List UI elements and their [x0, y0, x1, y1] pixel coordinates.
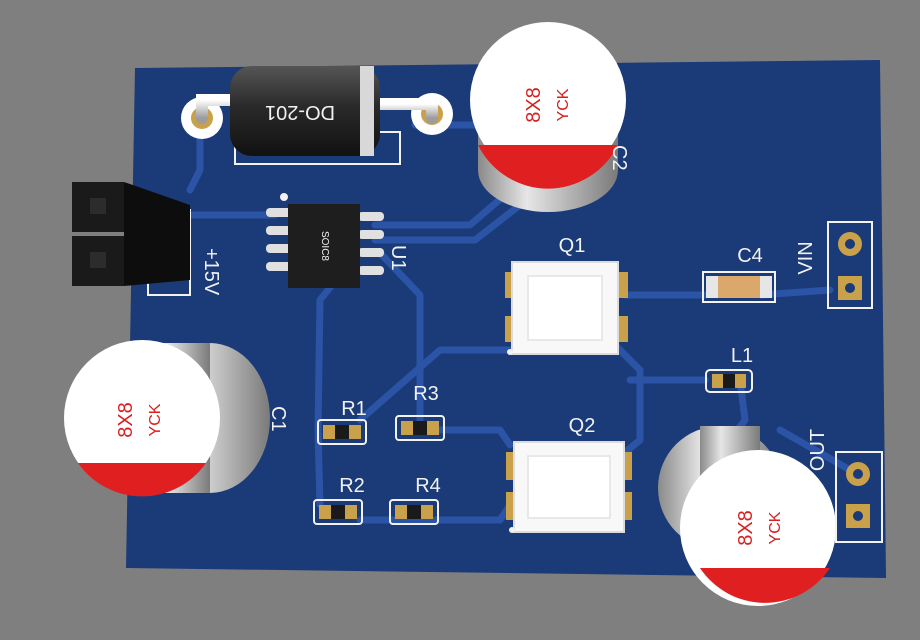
c2-label: C2 — [608, 145, 630, 171]
c1-size: 8X8 — [115, 402, 137, 438]
header-15v: +15V — [72, 182, 222, 296]
connector-vin: VIN — [795, 221, 873, 309]
r3-label: R3 — [413, 383, 439, 405]
out-label: OUT — [807, 429, 829, 471]
c3-brand: YCK — [767, 511, 784, 544]
ic-u1: SOIC8 U1 — [266, 193, 409, 288]
inductor-l1: L1 — [705, 345, 753, 393]
u1-label: U1 — [387, 245, 409, 271]
capacitor-c2: 8X8 YCK C2 — [470, 22, 630, 212]
vin-label: VIN — [795, 241, 817, 274]
c2-brand: YCK — [555, 88, 572, 121]
connector-out: OUT — [807, 429, 883, 543]
resistor-r2: R2 — [313, 475, 365, 525]
capacitor-c4: C4 — [702, 245, 776, 303]
r2-label: R2 — [339, 475, 365, 497]
resistor-r3: R3 — [395, 383, 445, 441]
mosfet-q1: Q1 — [505, 235, 628, 355]
r1-label: R1 — [341, 398, 367, 420]
capacitor-c3: 8X8 YCK — [658, 426, 836, 606]
c3-size: 8X8 — [735, 510, 757, 546]
resistor-r4: R4 — [389, 475, 441, 525]
q1-label: Q1 — [559, 235, 586, 257]
diode-d1: DO-201 — [181, 66, 453, 165]
c4-label: C4 — [737, 245, 763, 267]
u1-package: SOIC8 — [319, 231, 330, 261]
c2-size: 8X8 — [523, 87, 545, 123]
q2-label: Q2 — [569, 415, 596, 437]
mosfet-q2: Q2 — [506, 415, 632, 533]
c1-label: C1 — [267, 406, 289, 432]
c1-brand: YCK — [147, 403, 164, 436]
diode-marking: DO-201 — [265, 101, 335, 123]
l1-label: L1 — [731, 345, 753, 367]
r4-label: R4 — [415, 475, 441, 497]
capacitor-c1: 8X8 YCK C1 — [64, 340, 289, 497]
resistor-r1: R1 — [317, 398, 367, 445]
power-label: +15V — [200, 248, 222, 296]
